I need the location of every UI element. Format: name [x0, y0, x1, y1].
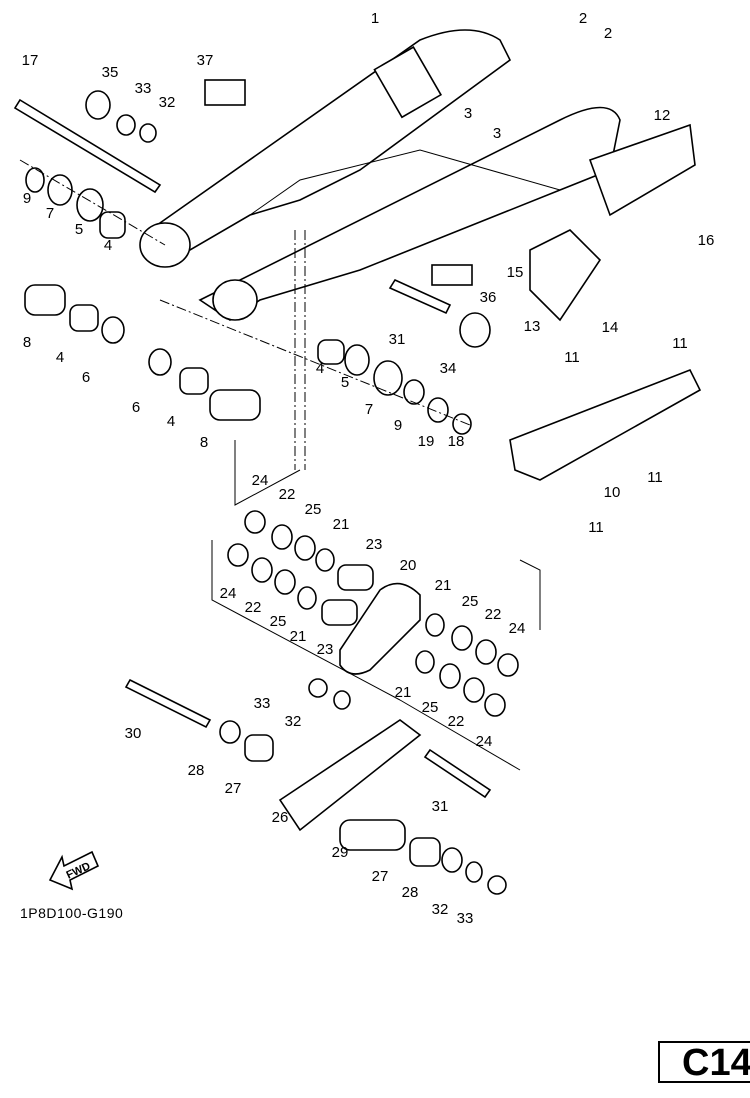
callout-21: 21	[290, 628, 307, 645]
callout-34: 34	[440, 360, 457, 377]
callout-22: 22	[245, 599, 262, 616]
callout-32: 32	[159, 94, 176, 111]
callout-9: 9	[394, 417, 402, 434]
callout-21: 21	[395, 684, 412, 701]
callout-33: 33	[135, 80, 152, 97]
callout-17: 17	[22, 52, 39, 69]
callout-13: 13	[524, 318, 541, 335]
callout-18: 18	[448, 433, 465, 450]
callout-2: 2	[604, 25, 612, 42]
callout-37: 37	[197, 52, 214, 69]
callout-14: 14	[602, 319, 619, 336]
callout-23: 23	[366, 536, 383, 553]
callout-25: 25	[422, 699, 439, 716]
callout-31: 31	[389, 331, 406, 348]
callout-4: 4	[56, 349, 64, 366]
callout-22: 22	[448, 713, 465, 730]
callout-9: 9	[23, 190, 31, 207]
callout-10: 10	[604, 484, 621, 501]
callout-20: 20	[400, 557, 417, 574]
callout-11: 11	[588, 519, 604, 536]
callout-28: 28	[188, 762, 205, 779]
bearings-spacers	[24, 79, 519, 895]
callout-24: 24	[252, 472, 269, 489]
drawing-code: 1P8D100-G190	[20, 905, 124, 921]
callout-6: 6	[82, 369, 90, 386]
callout-25: 25	[270, 613, 287, 630]
callout-2: 2	[579, 10, 587, 27]
callout-11: 11	[647, 469, 663, 486]
callout-33: 33	[457, 910, 474, 927]
callout-25: 25	[305, 501, 322, 518]
callout-21: 21	[333, 516, 350, 533]
callout-4: 4	[167, 413, 175, 430]
callout-5: 5	[75, 221, 83, 238]
callout-28: 28	[402, 884, 419, 901]
callout-27: 27	[372, 868, 389, 885]
callout-11: 11	[672, 335, 688, 352]
callout-15: 15	[507, 264, 524, 281]
callout-16: 16	[698, 232, 715, 249]
callout-24: 24	[220, 585, 237, 602]
callout-11: 11	[564, 349, 580, 366]
leader-lines	[19, 159, 541, 771]
axle-bolts	[13, 98, 492, 799]
callout-32: 32	[285, 713, 302, 730]
chain-guide	[509, 123, 702, 481]
callout-7: 7	[365, 401, 373, 418]
callout-1: 1	[371, 10, 379, 27]
callout-27: 27	[225, 780, 242, 797]
callout-22: 22	[279, 486, 296, 503]
callout-5: 5	[341, 374, 349, 391]
callout-30: 30	[125, 725, 142, 742]
callout-35: 35	[102, 64, 119, 81]
swingarm	[139, 29, 621, 321]
callout-12: 12	[654, 107, 671, 124]
fwd-arrow-icon: FWD	[48, 850, 100, 891]
callout-6: 6	[132, 399, 140, 416]
callout-32: 32	[432, 901, 449, 918]
callout-19: 19	[418, 433, 435, 450]
callout-3: 3	[464, 105, 472, 122]
callout-24: 24	[509, 620, 526, 637]
callout-31: 31	[432, 798, 449, 815]
callout-4: 4	[316, 360, 324, 377]
callout-23: 23	[317, 641, 334, 658]
callout-26: 26	[272, 809, 289, 826]
callout-36: 36	[480, 289, 497, 306]
callout-8: 8	[200, 434, 208, 451]
callout-22: 22	[485, 606, 502, 623]
callout-21: 21	[435, 577, 452, 594]
callout-8: 8	[23, 334, 31, 351]
callout-25: 25	[462, 593, 479, 610]
page-reference: C14	[658, 1041, 750, 1083]
callout-24: 24	[476, 733, 493, 750]
callout-29: 29	[332, 844, 349, 861]
callout-3: 3	[493, 125, 501, 142]
callout-7: 7	[46, 205, 54, 222]
callout-4: 4	[104, 237, 112, 254]
callout-33: 33	[254, 695, 271, 712]
